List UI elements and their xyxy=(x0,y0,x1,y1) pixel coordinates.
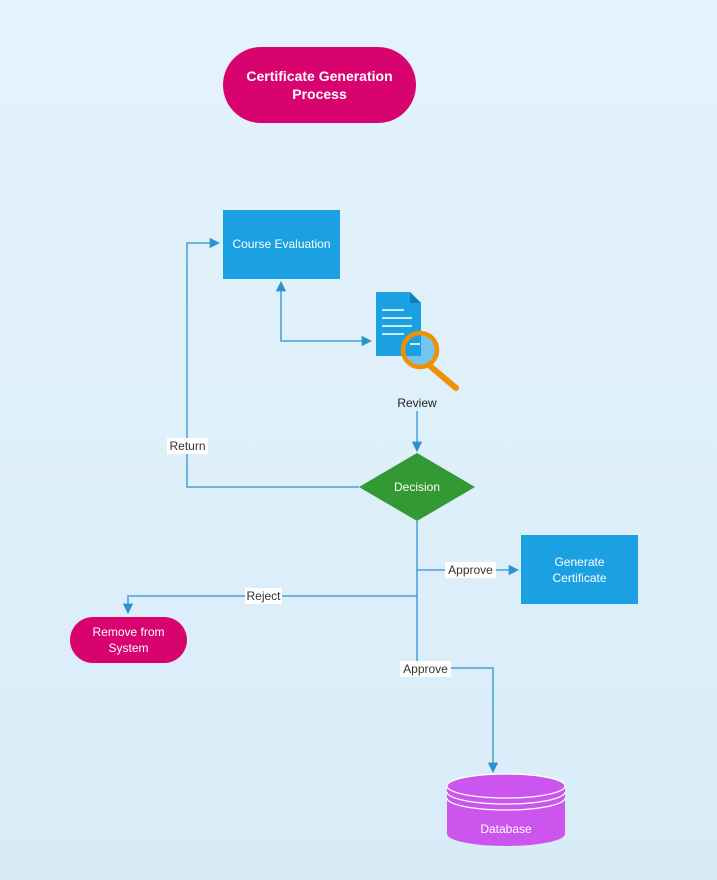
connector-reject xyxy=(122,595,417,615)
title-terminator: Certificate Generation Process xyxy=(223,47,416,123)
generate-certificate-line-2: Certificate xyxy=(552,571,606,585)
decision-label: Decision xyxy=(394,480,440,494)
connector-evaluation-review xyxy=(275,280,373,347)
return-label: Return xyxy=(169,439,205,453)
connector-return xyxy=(186,237,359,488)
edge-label-approve-certificate: Approve xyxy=(445,562,496,578)
edge-label-reject: Reject xyxy=(245,588,282,604)
approve-database-label: Approve xyxy=(403,662,448,676)
reject-label: Reject xyxy=(246,589,281,603)
remove-from-system-line-1: Remove from xyxy=(92,625,164,639)
generate-certificate-line-1: Generate xyxy=(554,555,604,569)
remove-from-system-node[interactable]: Remove from System xyxy=(70,617,187,663)
title-line-1: Certificate Generation xyxy=(246,68,392,84)
edge-label-return: Return xyxy=(167,438,208,454)
approve-certificate-label: Approve xyxy=(448,563,493,577)
connector-approve-database xyxy=(417,667,499,774)
generate-certificate-node[interactable]: Generate Certificate xyxy=(521,535,638,604)
document-search-icon[interactable] xyxy=(376,292,459,391)
title-line-2: Process xyxy=(292,86,347,102)
connectors xyxy=(122,237,520,774)
review-label: Review xyxy=(397,396,437,410)
remove-from-system-line-2: System xyxy=(108,641,148,655)
database-label: Database xyxy=(480,822,532,836)
decision-node[interactable]: Decision xyxy=(359,453,475,521)
course-evaluation-label: Course Evaluation xyxy=(232,237,330,251)
database-node[interactable]: Database xyxy=(446,773,566,846)
edge-label-approve-database: Approve xyxy=(400,661,451,677)
course-evaluation-node[interactable]: Course Evaluation xyxy=(223,210,340,279)
